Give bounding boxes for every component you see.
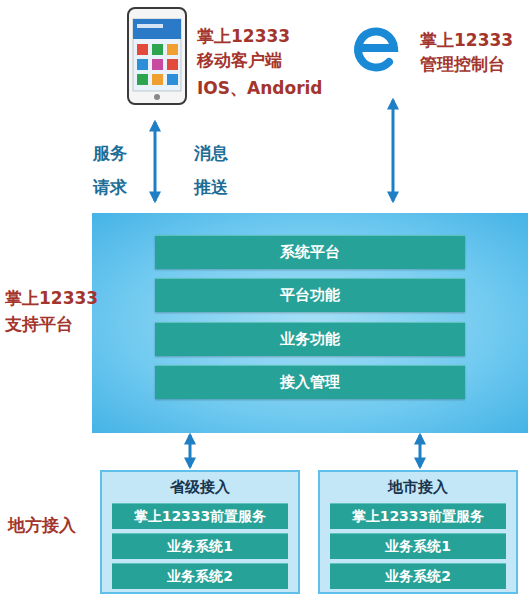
bar-label: 掌上12333前置服务: [134, 508, 267, 526]
double-arrow: [419, 435, 422, 467]
bar-label: 业务系统1: [167, 538, 233, 556]
box-title: 地市接入: [320, 478, 516, 497]
function-bar: 掌上12333前置服务: [112, 503, 288, 529]
platform-heading: 掌上12333 支持平台: [5, 285, 98, 337]
access-box: 掌上12333前置服务业务系统1 业务系统2 省级接入: [100, 470, 300, 594]
function-bar: 业务系统2: [330, 563, 506, 589]
function-bar: 业务系统1: [112, 533, 288, 559]
bar-label: 业务系统2: [167, 568, 233, 586]
flow-label: 消息 推送: [194, 136, 228, 204]
function-bar: 接入管理: [155, 365, 465, 399]
bar-label: 业务系统2: [385, 568, 451, 586]
browser-icon: [358, 31, 394, 67]
function-bar: 掌上12333前置服务: [330, 503, 506, 529]
bar-label: 业务系统1: [385, 538, 451, 556]
flow-label: 服务 请求: [93, 136, 127, 204]
double-arrow: [392, 100, 395, 201]
function-bar: 业务系统2: [112, 563, 288, 589]
box-title: 省级接入: [102, 478, 298, 497]
bar-label: 系统平台: [280, 243, 340, 262]
node-label: 掌上12333 管理控制台: [420, 28, 513, 76]
double-arrow: [154, 122, 157, 201]
double-arrow: [189, 435, 192, 467]
phone-icon: [128, 8, 186, 104]
platform-box: 系统平台平台功能业务功能接入管理掌上12333 支持平台: [92, 213, 528, 433]
console-node: 掌上12333 管理控制台: [350, 18, 528, 82]
node-label: IOS、Andorid: [197, 76, 323, 100]
bar-label: 接入管理: [280, 373, 340, 392]
bar-label: 平台功能: [280, 286, 340, 305]
function-bar: 平台功能: [155, 278, 465, 312]
function-bar: 业务功能: [155, 322, 465, 356]
function-bar: 系统平台: [155, 235, 465, 269]
function-bar: 业务系统1: [330, 533, 506, 559]
client-node: 掌上12333 移动客户端 IOS、Andorid: [125, 8, 340, 108]
node-label: 掌上12333 移动客户端: [197, 24, 290, 72]
bar-label: 掌上12333前置服务: [352, 508, 485, 526]
group-label: 地方接入: [8, 512, 76, 538]
bar-label: 业务功能: [280, 330, 340, 349]
access-box: 掌上12333前置服务业务系统1 业务系统2 地市接入: [318, 470, 518, 594]
